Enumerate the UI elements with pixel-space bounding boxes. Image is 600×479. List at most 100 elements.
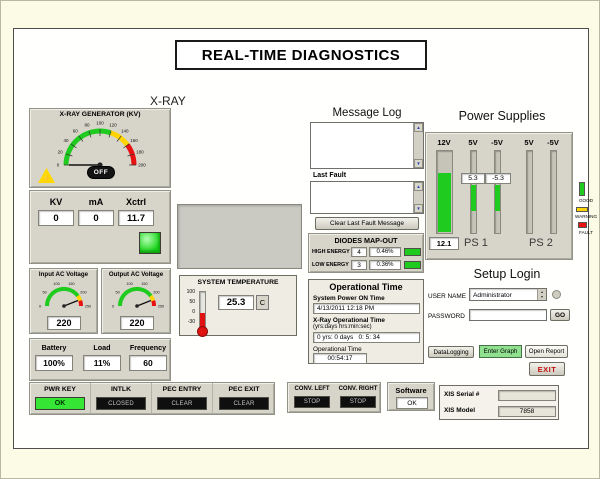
output-ac-panel: Output AC Voltage 0 50 100 150 200 250 2… [101,268,171,334]
last-fault-list[interactable]: ▲ ▼ [310,181,424,214]
ps-col-neg5v-2: -5V [547,138,559,147]
svg-text:150: 150 [141,282,147,286]
kv-header: KV [49,197,63,207]
last-fault-scrollbar[interactable]: ▲ ▼ [413,182,423,213]
low-energy-percent: 0.36% [369,260,401,270]
password-input[interactable] [469,309,547,321]
ps2-neg5v-bar [550,150,557,234]
xray-generator-title: X-RAY GENERATOR (KV) [59,111,141,118]
svg-text:150: 150 [68,282,74,286]
xray-readouts-panel: KV mA Xctrl 0 0 11.7 [29,190,171,264]
svg-text:200: 200 [153,291,159,295]
high-energy-label: HIGH ENERGY [312,249,350,255]
output-ac-gauge: 0 50 100 150 200 250 [112,282,164,309]
open-report-button[interactable]: Open Report [525,345,568,358]
ps-12v-bar-fill [438,172,451,232]
low-energy-status-bar [404,261,421,269]
thermometer-bulb [197,326,208,337]
ps-12v-bar [436,150,453,234]
pwr-key-label: PWR KEY [44,386,76,393]
xis-serial-label: XIS Serial # [444,391,480,398]
xray-off-button[interactable]: OFF [87,166,115,179]
scroll-down-icon[interactable]: ▼ [414,159,423,168]
good-legend-chip [579,182,585,196]
ps-col-5v-2: 5V [524,138,534,147]
battery-value: 100% [35,355,73,371]
svg-text:100: 100 [126,282,132,286]
load-label: Load [93,343,111,352]
xray-op-time-label: X-Ray Operational Time [313,317,385,324]
xis-model-label: XIS Model [444,407,476,414]
pec-exit-status: CLEAR [219,397,269,410]
pec-exit-cell: PEC EXIT CLEAR [213,383,275,414]
temperature-value: 25.3 [218,295,254,310]
diodes-mapout-panel: DIODES MAP-OUT HIGH ENERGY 4 0.46% LOW E… [308,233,424,273]
fault-legend-chip [578,222,587,228]
login-indicator [552,290,561,299]
xray-op-time-units: (yrs:days hrs:min:sec) [313,324,372,330]
low-energy-count: 3 [351,260,367,270]
enter-graph-button[interactable]: Enter Graph [479,345,522,358]
intlk-cell: INTLK CLOSED [91,383,152,414]
username-select[interactable]: Administrator ▲ ▼ [469,288,547,301]
svg-text:200: 200 [80,291,86,295]
operational-time-panel: Operational Time System Power ON Time 4/… [308,279,424,364]
conv-right-label: CONV. RIGHT [338,386,378,392]
input-ac-value: 220 [47,316,81,330]
last-fault-label: Last Fault [313,172,347,179]
message-log-scrollbar[interactable]: ▲ ▼ [413,123,423,168]
temperature-unit: C [256,295,269,310]
scroll-up-icon[interactable]: ▲ [414,182,423,191]
xray-ready-light [139,232,161,254]
ps-col-12v: 12V [437,138,451,147]
spinner-up-icon[interactable]: ▲ [540,289,544,294]
svg-text:100: 100 [53,282,59,286]
gauge-scale-labels: 0 20 40 60 80 100 120 140 160 180 200 [57,121,147,168]
svg-text:80: 80 [84,123,90,128]
svg-text:60: 60 [73,129,79,134]
pec-entry-cell: PEC ENTRY CLEAR [152,383,213,414]
power-stats-panel: Battery Load Frequency 100% 11% 60 [29,338,171,381]
svg-text:40: 40 [63,138,69,143]
ps1-5v-value: 5.3 [461,173,485,184]
input-ac-title: Input AC Voltage [38,271,89,278]
software-status: OK [396,397,428,409]
power-on-label: System Power ON Time [313,295,385,302]
page-title-box: REAL-TIME DIAGNOSTICS [175,40,427,70]
exit-button[interactable]: EXIT [529,362,565,376]
scroll-up-icon[interactable]: ▲ [414,123,423,132]
scroll-down-icon[interactable]: ▼ [414,204,423,213]
xray-generator-gauge: 0 20 40 60 80 100 120 140 160 180 200 [57,121,147,168]
fault-legend-label: FAULT [579,230,593,235]
xis-serial-value [498,390,556,401]
system-temperature-panel: SYSTEM TEMPERATURE 100 50 0 -30 25.3 C [179,275,297,337]
svg-text:50: 50 [115,291,119,295]
warning-legend-label: WARNING [574,214,598,219]
svg-text:0: 0 [39,305,41,309]
xray-op-time-value: 0 yrs: 0 days 0: 5: 34 [313,332,420,343]
message-log-title: Message Log [332,107,402,119]
output-ac-title: Output AC Voltage [108,271,164,278]
ps-col-neg5v-1: -5V [491,138,503,147]
power-on-value: 4/13/2011 12:18 PM [313,303,420,314]
ps1-neg5v-fill [495,185,500,211]
password-label: PASSWORD [428,313,465,320]
pec-entry-label: PEC ENTRY [162,386,202,393]
input-ac-panel: Input AC Voltage 0 50 100 150 200 250 22… [29,268,98,334]
svg-text:250: 250 [158,305,164,309]
ps1-label: PS 1 [464,237,488,249]
good-legend-label: GOOD [578,198,594,203]
thermometer-fill [200,313,205,328]
message-log-list[interactable]: ▲ ▼ [310,122,424,169]
gauge-needle [136,299,152,307]
go-button[interactable]: GO [550,309,570,321]
conv-left-status: STOP [294,396,330,408]
datalogging-button[interactable]: DataLogging [428,346,474,358]
clear-last-fault-button[interactable]: Clear Last Fault Message [315,217,419,230]
username-spinner[interactable]: ▲ ▼ [537,289,546,300]
svg-text:0: 0 [112,305,114,309]
gauge-pivot [135,304,139,308]
power-supplies-title: Power Supplies [458,109,546,123]
load-value: 11% [83,355,121,371]
spinner-down-icon[interactable]: ▼ [540,295,544,300]
